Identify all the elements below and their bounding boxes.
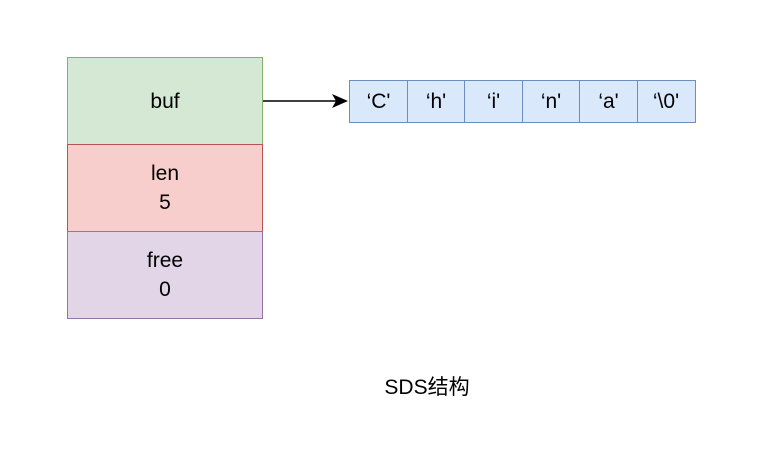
char-cell: ‘i' bbox=[464, 80, 523, 123]
char-cell: ‘C' bbox=[349, 80, 408, 123]
char-cell: ‘\0' bbox=[636, 80, 696, 123]
sds-buf-field: buf bbox=[67, 57, 263, 145]
char-cell-text: ‘h' bbox=[425, 89, 447, 113]
char-cell-text: ‘n' bbox=[540, 89, 562, 113]
char-cell: ‘a' bbox=[579, 80, 638, 123]
buf-label: buf bbox=[150, 89, 180, 113]
char-cell-text: ‘\0' bbox=[652, 89, 680, 113]
char-cell: ‘h' bbox=[406, 80, 466, 123]
char-cell-text: ‘i' bbox=[486, 89, 501, 113]
sds-free-field: free 0 bbox=[67, 231, 263, 319]
char-cell: ‘n' bbox=[521, 80, 581, 123]
len-value: 5 bbox=[159, 191, 171, 214]
char-cell-text: ‘a' bbox=[598, 89, 619, 113]
free-value: 0 bbox=[159, 278, 171, 301]
len-label: len bbox=[150, 162, 180, 185]
sds-len-field: len 5 bbox=[67, 144, 263, 232]
diagram-caption: SDS结构 bbox=[384, 376, 470, 399]
char-cell-text: ‘C' bbox=[366, 89, 391, 113]
arrow-head bbox=[332, 94, 348, 108]
char-buffer-array: ‘C' ‘h' ‘i' ‘n' ‘a' ‘\0' bbox=[349, 80, 696, 123]
free-label: free bbox=[146, 249, 184, 272]
